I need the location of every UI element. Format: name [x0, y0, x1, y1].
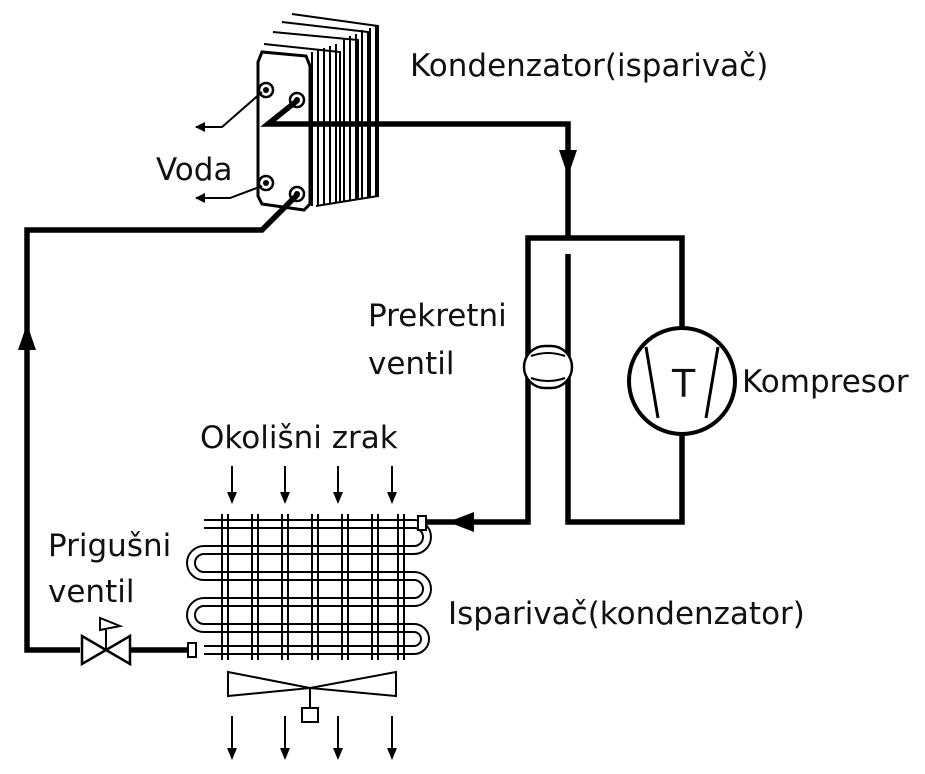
- label-reversing-valve-2: ventil: [368, 346, 454, 382]
- label-compressor: Kompresor: [742, 364, 909, 400]
- label-throttle-valve-1: Prigušni: [48, 528, 171, 564]
- flow-arrow-down: [559, 150, 577, 176]
- coil-connector-bottom: [187, 642, 197, 658]
- pipe-condenser-to-valve: [260, 97, 571, 238]
- fan: [227, 670, 397, 723]
- flow-arrow-up: [18, 324, 36, 350]
- coil-connector-top: [417, 515, 427, 531]
- compressor: [627, 326, 737, 436]
- pipe-condenser-to-throttle: [24, 192, 300, 653]
- pipe-compressor-to-valve: [565, 254, 685, 525]
- label-throttle-valve-2: ventil: [48, 574, 134, 610]
- label-compressor-symbol: T: [671, 362, 696, 406]
- label-evaporator: Isparivač(kondenzator): [448, 596, 805, 632]
- air-out-arrows: [227, 716, 397, 760]
- label-water: Voda: [156, 152, 232, 188]
- label-condenser: Kondenzator(isparivač): [410, 48, 768, 84]
- coil-fins: [221, 514, 405, 660]
- reversing-valve: [522, 344, 574, 390]
- plate-ribs: [311, 26, 377, 206]
- throttle-valve: [80, 616, 132, 667]
- label-reversing-valve-1: Prekretni: [368, 298, 507, 334]
- air-in-arrows: [227, 466, 397, 504]
- flow-arrow-left: [448, 512, 474, 532]
- evaporator-coil: [186, 512, 456, 662]
- water-lines: [195, 91, 263, 203]
- flow-arrows: [18, 150, 577, 532]
- pipe-valve-to-compressor-top: [568, 235, 685, 330]
- plate-heat-exchanger: [195, 13, 379, 212]
- label-ambient-air: Okolišni zrak: [200, 420, 398, 456]
